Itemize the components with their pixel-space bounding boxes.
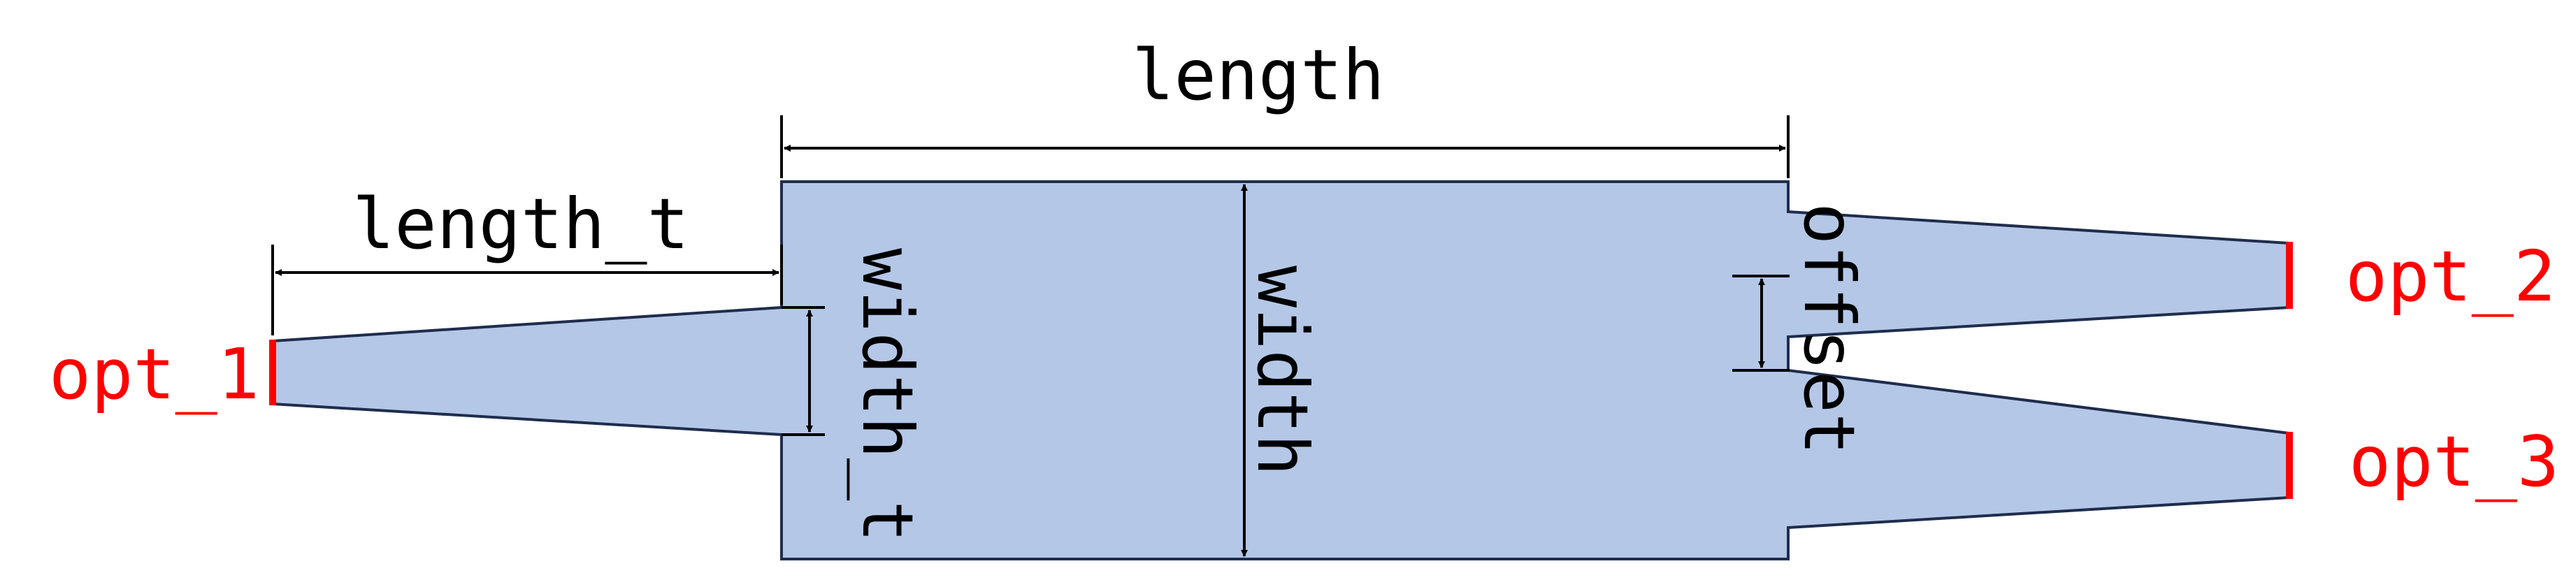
port-opt-3-label: opt_3 [2349, 421, 2559, 502]
width-t-dimension [782, 306, 825, 436]
port-opt-1-label: opt_1 [49, 333, 259, 415]
port-opt-2-label: opt_2 [2345, 235, 2556, 317]
offset-dimension [1732, 275, 1790, 372]
length-dimension [780, 115, 1790, 178]
length-t-label: length_t [352, 183, 689, 265]
length-t-dimension [271, 245, 783, 335]
offset-label: offset [1788, 203, 1870, 455]
width-t-label: width_t [847, 248, 928, 542]
length-label: length [1132, 34, 1384, 116]
width-label: width [1242, 266, 1323, 476]
